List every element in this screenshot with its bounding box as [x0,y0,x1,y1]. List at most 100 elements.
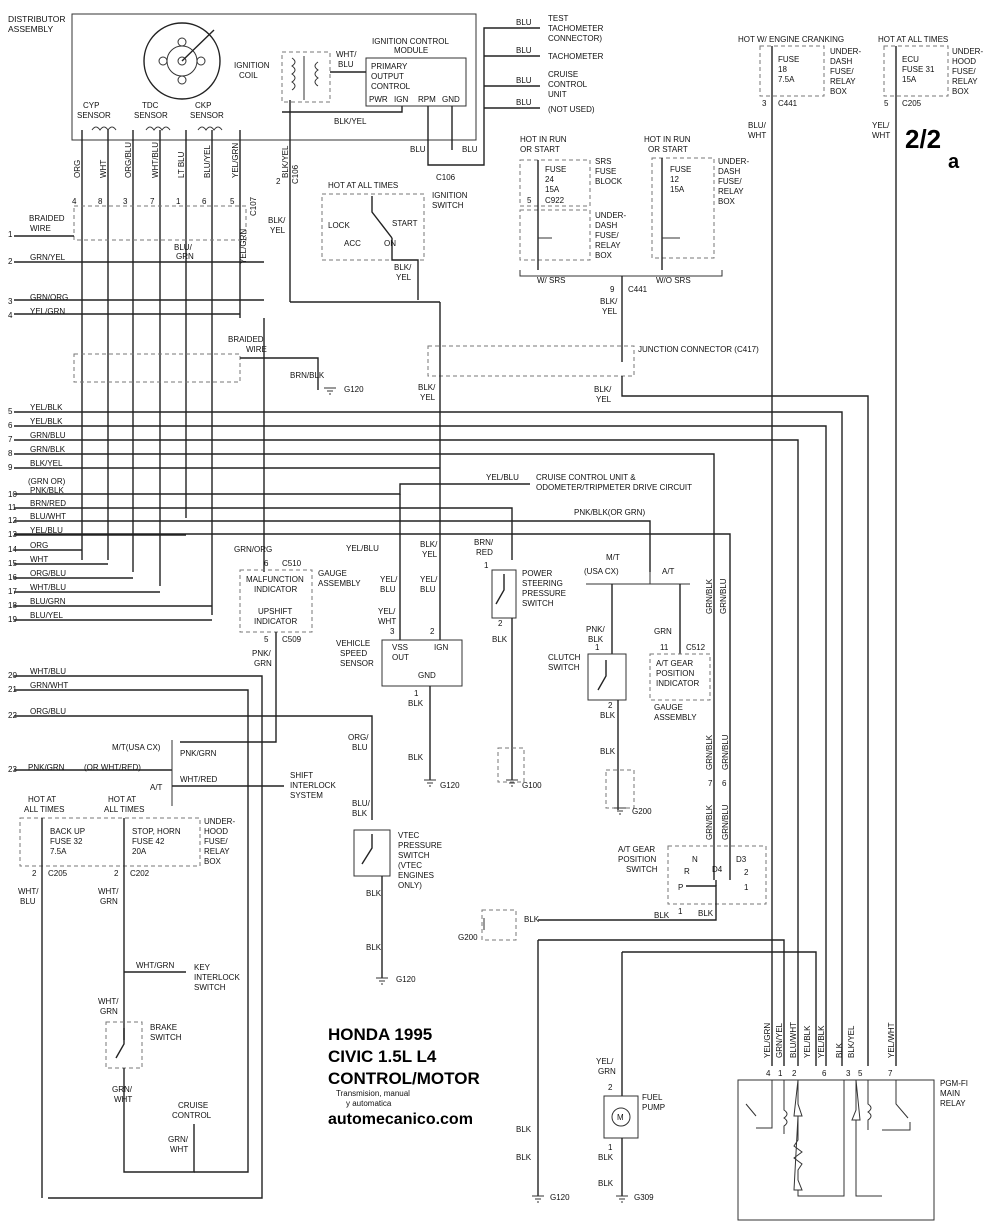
ecm-pin-number: 22 [8,711,17,720]
svg-text:15A: 15A [902,75,917,84]
svg-text:CLUTCH: CLUTCH [548,653,581,662]
svg-text:BACK UP: BACK UP [50,827,85,836]
at-gear-position-switch: A/T GEAR POSITION SWITCH N R P D4 D3 2 1… [458,845,767,942]
signal-wires: YEL/BLU CRUISE CONTROL UNIT & ODOMETER/T… [14,411,843,1066]
svg-text:BLK: BLK [698,909,714,918]
clutch-switch: M/T (USA CX) A/T PNK/ BLK 1 CLUTCH SWITC… [548,553,690,816]
icm-pin-label: RPM [418,95,436,104]
svg-text:BOX: BOX [718,197,736,206]
svg-text:15A: 15A [545,185,560,194]
ecm-pin-number: 12 [8,516,17,525]
svg-text:P: P [678,883,683,892]
relay-wire-color-label: BLU/WHT [789,1022,798,1058]
svg-text:INDICATOR: INDICATOR [656,679,699,688]
svg-text:FUSE: FUSE [670,165,691,174]
svg-text:BLK: BLK [352,809,368,818]
relay-wire-color-label: YEL/GRN [763,1023,772,1058]
top-wire-color-label: YEL/GRN [231,143,240,178]
svg-text:YEL: YEL [422,550,438,559]
svg-text:BLU/: BLU/ [352,799,371,808]
svg-text:ALL TIMES: ALL TIMES [24,805,64,814]
out-test-tach: TEST [548,14,569,23]
svg-text:A/T: A/T [662,567,675,576]
svg-text:BLU: BLU [516,18,532,27]
svg-text:CONTROL: CONTROL [371,82,411,91]
ecm-pin-wire-color: BRN/RED [30,499,66,508]
svg-text:GRN: GRN [176,252,194,261]
svg-text:2: 2 [32,869,37,878]
svg-text:BLK/: BLK/ [394,263,412,272]
svg-text:BLU: BLU [462,145,478,154]
top-pin-number: 3 [123,197,128,206]
svg-text:YEL/: YEL/ [380,575,398,584]
top-pin-number: 6 [202,197,207,206]
svg-text:BLOCK: BLOCK [595,177,623,186]
svg-text:WHT: WHT [378,617,396,626]
svg-text:SHIFT: SHIFT [290,771,313,780]
svg-text:CONNECTOR): CONNECTOR) [548,34,602,43]
svg-text:2: 2 [114,869,119,878]
no-srs-fuse: HOT IN RUN OR START FUSE 12 15A UNDER- D… [519,135,749,362]
srs-fuse-block: HOT IN RUN OR START FUSE 24 15A 5 C922 S… [519,135,626,285]
svg-text:7: 7 [708,779,713,788]
relay-pin-number: 5 [858,1069,863,1078]
relay-pin-number: 6 [822,1069,827,1078]
svg-text:UNIT: UNIT [548,90,567,99]
top-wire-color-label: LT BLU [177,151,186,178]
top-pin-number: 8 [98,197,103,206]
svg-text:UNDER-: UNDER- [595,211,626,220]
svg-text:FUSE/: FUSE/ [830,67,854,76]
svg-text:(USA CX): (USA CX) [584,567,619,576]
svg-text:1: 1 [744,883,749,892]
svg-text:YEL: YEL [420,393,436,402]
svg-text:KEY: KEY [194,963,211,972]
svg-text:VEHICLE: VEHICLE [336,639,370,648]
svg-text:ONLY): ONLY) [398,881,422,890]
svg-text:1: 1 [595,643,600,652]
svg-text:FUSE 42: FUSE 42 [132,837,165,846]
gear-vertical-wires: GRN/BLK GRN/BLU GRN/BLK GRN/BLU 7 6 GRN/… [705,578,730,840]
svg-text:SWITCH: SWITCH [548,663,580,672]
svg-text:2: 2 [430,627,435,636]
svg-text:INTERLOCK: INTERLOCK [290,781,336,790]
sensor-label: SENSOR [77,111,111,120]
top-wire-color-label: BLK/YEL [281,145,290,178]
out-not-used: (NOT USED) [548,105,595,114]
svg-text:BOX: BOX [204,857,222,866]
svg-text:HOT W/ ENGINE CRANKING: HOT W/ ENGINE CRANKING [738,35,844,44]
svg-text:INTERLOCK: INTERLOCK [194,973,240,982]
svg-text:6: 6 [264,559,269,568]
sensor-label: TDC [142,101,159,110]
svg-text:DASH: DASH [595,221,617,230]
svg-text:3: 3 [762,99,767,108]
svg-text:RELAY: RELAY [204,847,230,856]
top-wire-color-label: ORG/BLU [124,142,133,178]
svg-text:9: 9 [610,285,615,294]
svg-text:M/T: M/T [606,553,620,562]
ecm-pin-wire-color: BLU/YEL [30,611,63,620]
svg-text:GRN/BLU: GRN/BLU [721,804,730,840]
ecm-pin-number: 6 [8,421,13,430]
ignition-switch: HOT AT ALL TIMES IGNITION SWITCH LOCK ST… [321,181,468,300]
svg-text:WHT/: WHT/ [98,997,119,1006]
svg-text:PNK/GRN: PNK/GRN [28,763,65,772]
svg-text:BLK: BLK [524,915,540,924]
svg-text:M/T(USA CX): M/T(USA CX) [112,743,161,752]
svg-text:PUMP: PUMP [642,1103,665,1112]
ecm-pin-wire-color: WHT [30,555,48,564]
svg-text:BLU: BLU [352,743,368,752]
ecm-pin-alt-color: (GRN OR) [28,477,66,486]
gauge-assembly: GRN/ORG 6 C510 MALFUNCTION INDICATOR UPS… [180,318,361,743]
svg-text:WHT/: WHT/ [18,887,39,896]
svg-text:1: 1 [678,907,683,916]
relay-wire-color-label: YEL/BLK [817,1025,826,1058]
title-block: HONDA 1995 CIVIC 1.5L L4 CONTROL/MOTOR T… [328,1025,480,1128]
svg-text:FUSE: FUSE [595,167,616,176]
sensor-label: SENSOR [134,111,168,120]
ecm-pin-number: 9 [8,463,13,472]
svg-text:BLK/: BLK/ [594,385,612,394]
ecm-pin-number: 20 [8,671,17,680]
ecm-pin-wire-color: GRN/YEL [30,253,66,262]
svg-text:GRN: GRN [100,1007,118,1016]
svg-text:D4: D4 [712,865,723,874]
